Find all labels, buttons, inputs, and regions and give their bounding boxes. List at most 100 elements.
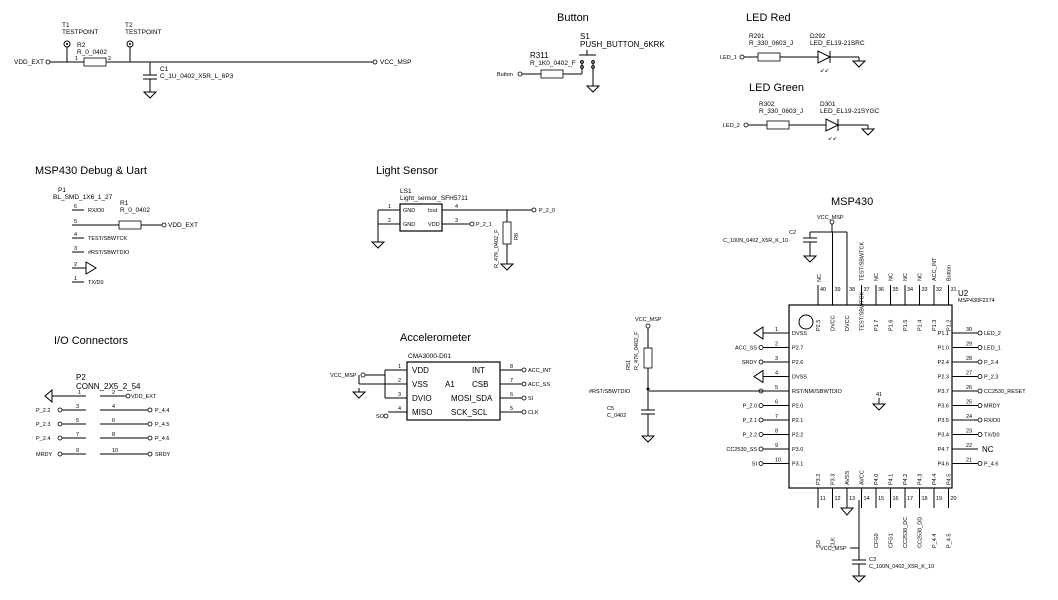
msp-left-pin-num: 8	[775, 429, 778, 435]
msp-left-net: SRDY	[742, 360, 758, 366]
led-green-section: LED Green R302 R_330_0603_J D301 LED_EL1…	[723, 82, 880, 142]
net-terminal	[758, 359, 764, 365]
r311-ref: R311	[530, 51, 549, 60]
msp-right-pin-num: 21	[966, 458, 972, 464]
t2-ref: T2	[125, 22, 133, 29]
svg-text:8: 8	[510, 364, 513, 370]
svg-text:U2: U2	[958, 289, 969, 298]
msp-right-pin-num: 24	[966, 414, 972, 420]
msp-left-pin-name: P2.2	[792, 433, 803, 439]
msp-right-pin-num: 29	[966, 342, 972, 348]
msp-left-pin-name: P3.0	[792, 447, 803, 453]
msp-left-net: ACC_SS	[735, 346, 757, 352]
r2-resistor	[83, 57, 107, 67]
svg-text:ACC_INT: ACC_INT	[528, 368, 552, 374]
button-section: Button S1 PUSH_BUTTON_6KRK R311 R_1K0_04…	[497, 12, 665, 93]
svg-text:TX/D0: TX/D0	[88, 280, 104, 286]
svg-text:MSP430F2274: MSP430F2274	[958, 298, 995, 304]
svg-text:P_4.6: P_4.6	[155, 436, 169, 442]
msp-bot-pin-name: P4.2	[903, 474, 909, 485]
msp-right-net: LED_1	[984, 346, 1001, 352]
svg-text:2: 2	[112, 390, 115, 396]
svg-text:P_2_0: P_2_0	[539, 208, 555, 214]
msp-left-pin-num: 9	[775, 443, 778, 449]
svg-text:VCC_MSP: VCC_MSP	[330, 373, 357, 379]
svg-text:VCC_MSP: VCC_MSP	[817, 215, 844, 221]
svg-text:4: 4	[74, 232, 77, 238]
svg-text:↙↙: ↙↙	[820, 68, 830, 74]
svg-text:VSS: VSS	[412, 380, 428, 389]
msp-right-pin-num: 22	[966, 443, 972, 449]
svg-text:C_100N_0402_X5R_K_10: C_100N_0402_X5R_K_10	[869, 564, 934, 570]
msp-bot-pin-num: 12	[835, 496, 841, 502]
svg-text:CONN_2X5_2_54: CONN_2X5_2_54	[76, 382, 141, 391]
msp-right-pin-name: P1.1	[938, 331, 949, 337]
msp-right-net: P_4.6	[984, 462, 998, 468]
msp-left-pin-name: DVSS	[792, 331, 807, 337]
svg-text:P1: P1	[58, 187, 66, 194]
led-red-title: LED Red	[746, 12, 791, 24]
net-terminal	[977, 330, 983, 336]
svg-text:R_330_0603_J: R_330_0603_J	[749, 40, 793, 47]
svg-text:VCC_MSP: VCC_MSP	[820, 546, 847, 552]
msp-right-pin-num: 23	[966, 429, 972, 435]
net-terminal	[758, 461, 764, 466]
svg-text:P_2.4: P_2.4	[36, 436, 50, 442]
svg-text:C2: C2	[789, 230, 796, 236]
msp-top-net: NC	[889, 273, 895, 281]
msp-top-pin-name: P1.6	[889, 320, 895, 331]
svg-text:P_2_1: P_2_1	[476, 222, 492, 228]
c1-value: C_1U_0402_X5R_L_6P3	[160, 73, 234, 80]
svg-text:BL_SMD_1X6_1_27: BL_SMD_1X6_1_27	[53, 194, 113, 201]
msp-left-pin-num: 2	[775, 342, 778, 348]
svg-text:41: 41	[876, 392, 882, 398]
svg-text:3: 3	[74, 246, 77, 252]
msp-top-pin-num: 37	[864, 287, 870, 293]
msp-top-net: NC	[903, 273, 909, 281]
msp-right-pin-num: 25	[966, 400, 972, 406]
svg-text:P2: P2	[76, 373, 86, 382]
power-section: VDD_EXT VCC_MSP R2 R_0_0402 1 2 T1 TESTP…	[14, 22, 411, 99]
msp-right-net: P_2.3	[984, 375, 998, 381]
light-title: Light Sensor	[376, 165, 438, 177]
msp-bot-net: SO	[816, 539, 822, 548]
svg-text:6: 6	[74, 204, 77, 210]
svg-text:7: 7	[510, 378, 513, 384]
msp-bot-pin-name: P3.2	[816, 474, 822, 485]
msp-top-pin-num: 36	[878, 287, 884, 293]
msp-bot-pin-num: 14	[864, 496, 870, 502]
button-net: Button	[497, 72, 513, 78]
svg-text:4: 4	[398, 406, 401, 412]
svg-text:MRDY: MRDY	[36, 452, 53, 458]
svg-text:5: 5	[510, 406, 513, 412]
svg-text:#RST/SBWTDIO: #RST/SBWTDIO	[88, 250, 130, 256]
svg-text:P_4.5: P_4.5	[155, 422, 169, 428]
msp-bot-pin-num: 18	[922, 496, 928, 502]
msp-left-pin-name: DVSS	[792, 375, 807, 381]
svg-text:GND: GND	[403, 222, 415, 228]
msp-left-pin-name: P2.7	[792, 346, 803, 352]
msp-right-net: TX/D0	[984, 433, 1000, 439]
msp-bot-pin-num: 17	[907, 496, 913, 502]
msp-right-pin-name: P1.0	[938, 346, 949, 352]
ls1-chip	[399, 203, 443, 232]
net-terminal	[758, 432, 764, 437]
net-terminal	[758, 446, 764, 452]
svg-text:Iout: Iout	[428, 208, 438, 214]
msp-top-pin-num: 40	[820, 287, 826, 293]
msp-bot-pin-num: 19	[936, 496, 942, 502]
svg-text:TEST/SBWTCK: TEST/SBWTCK	[88, 236, 127, 242]
svg-text:C3: C3	[869, 557, 876, 563]
msp-bot-pin-num: 20	[951, 496, 957, 502]
msp-top-pin-name: P1.4	[918, 320, 924, 331]
vdd-ext-label: VDD_EXT	[14, 59, 44, 66]
svg-text:2: 2	[74, 262, 77, 268]
svg-text:LS1: LS1	[400, 188, 412, 195]
msp-bot-pin-name: P4.0	[874, 474, 880, 485]
msp-right-pin-name: P3.7	[938, 389, 949, 395]
svg-text:CMA3000-D01: CMA3000-D01	[408, 353, 451, 360]
msp-top-net: NC	[918, 273, 924, 281]
svg-text:Light_sensor_SFH5711: Light_sensor_SFH5711	[400, 195, 468, 202]
svg-text:7: 7	[76, 432, 79, 438]
